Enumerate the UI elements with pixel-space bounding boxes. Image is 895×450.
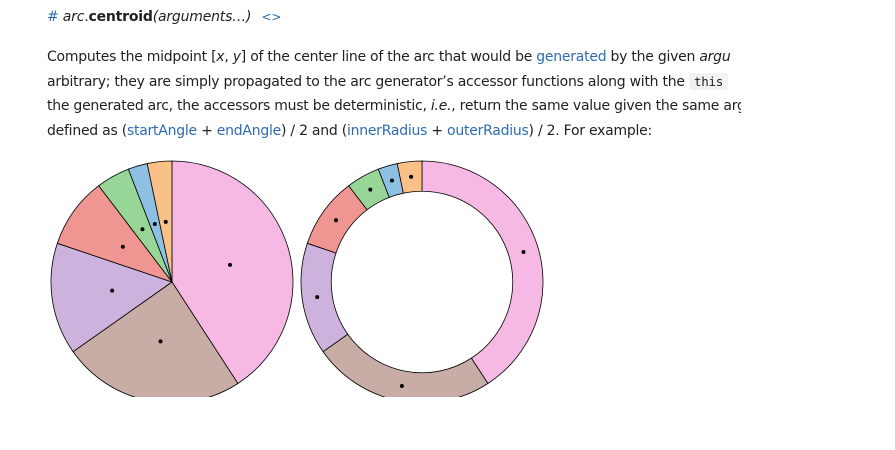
text-run: y	[232, 49, 241, 65]
end-angle-link[interactable]: endAngle	[216, 122, 281, 139]
paragraph-line-2: arbitrary; they are simply propagated to…	[47, 70, 741, 95]
code-this: this	[688, 72, 729, 90]
arc-slice	[300, 242, 349, 353]
arc-slice	[50, 242, 173, 353]
text-run: arbitrary; they are simply propagated to…	[47, 73, 689, 90]
centroid-dot	[152, 221, 157, 226]
text-run: +	[196, 122, 217, 139]
start-angle-link[interactable]: startAngle	[126, 122, 197, 139]
text-run: argu	[699, 49, 731, 65]
anchor-hash-link[interactable]: #	[47, 9, 59, 25]
donut-chart	[300, 160, 544, 404]
centroid-dot	[110, 288, 115, 293]
centroid-dot	[315, 295, 320, 300]
text-run: defined as (	[47, 122, 127, 139]
text-run: x	[216, 49, 225, 65]
centroid-dot	[228, 262, 233, 267]
centroid-dot	[140, 227, 145, 232]
paragraph-line-3: the generated arc, the accessors must be…	[47, 94, 741, 119]
outer-radius-link[interactable]: outerRadius	[447, 122, 529, 139]
text-run: ) / 2 and (	[281, 122, 347, 139]
centroid-dot	[521, 249, 526, 254]
example-charts	[0, 150, 895, 404]
text-run: i.e.	[430, 98, 452, 114]
centroid-dot	[389, 178, 394, 183]
text-run: , return the same value given the same a…	[451, 98, 741, 114]
heading-method: centroid	[88, 9, 153, 25]
generated-link[interactable]: generated	[536, 49, 607, 65]
heading-dot: .	[84, 9, 89, 25]
text-run: +	[427, 122, 448, 139]
pie-chart	[50, 160, 294, 404]
centroid-dot	[120, 244, 125, 249]
arc-slice	[421, 160, 544, 385]
arc-slice	[322, 333, 489, 404]
heading-object: arc	[62, 9, 85, 25]
paragraph-line-1: Computes the midpoint [x, y] of the cent…	[47, 45, 741, 70]
text-run: ,	[224, 49, 233, 65]
centroid-dot	[163, 219, 168, 224]
centroid-dot	[158, 339, 163, 344]
source-link[interactable]: <>	[261, 10, 282, 24]
description-paragraph: Computes the midpoint [x, y] of the cent…	[47, 45, 741, 143]
method-heading: # arc.centroid(arguments…) <>	[47, 9, 281, 25]
text-run: the generated arc, the accessors must be…	[47, 98, 431, 114]
text-run: ) / 2. For example:	[528, 122, 653, 139]
paragraph-line-4: defined as (startAngle + endAngle) / 2 a…	[47, 119, 741, 144]
inner-radius-link[interactable]: innerRadius	[346, 122, 428, 139]
text-run: Computes the midpoint [	[47, 49, 217, 65]
centroid-dot	[333, 218, 338, 223]
heading-args: (arguments…)	[152, 9, 252, 25]
example-charts-svg	[50, 160, 544, 404]
text-run: ] of the center line of the arc that wou…	[240, 49, 537, 65]
centroid-dot	[409, 174, 414, 179]
centroid-dot	[399, 383, 404, 388]
arc-slice	[146, 160, 173, 283]
text-run: by the given	[606, 49, 700, 65]
centroid-dot	[368, 187, 373, 192]
